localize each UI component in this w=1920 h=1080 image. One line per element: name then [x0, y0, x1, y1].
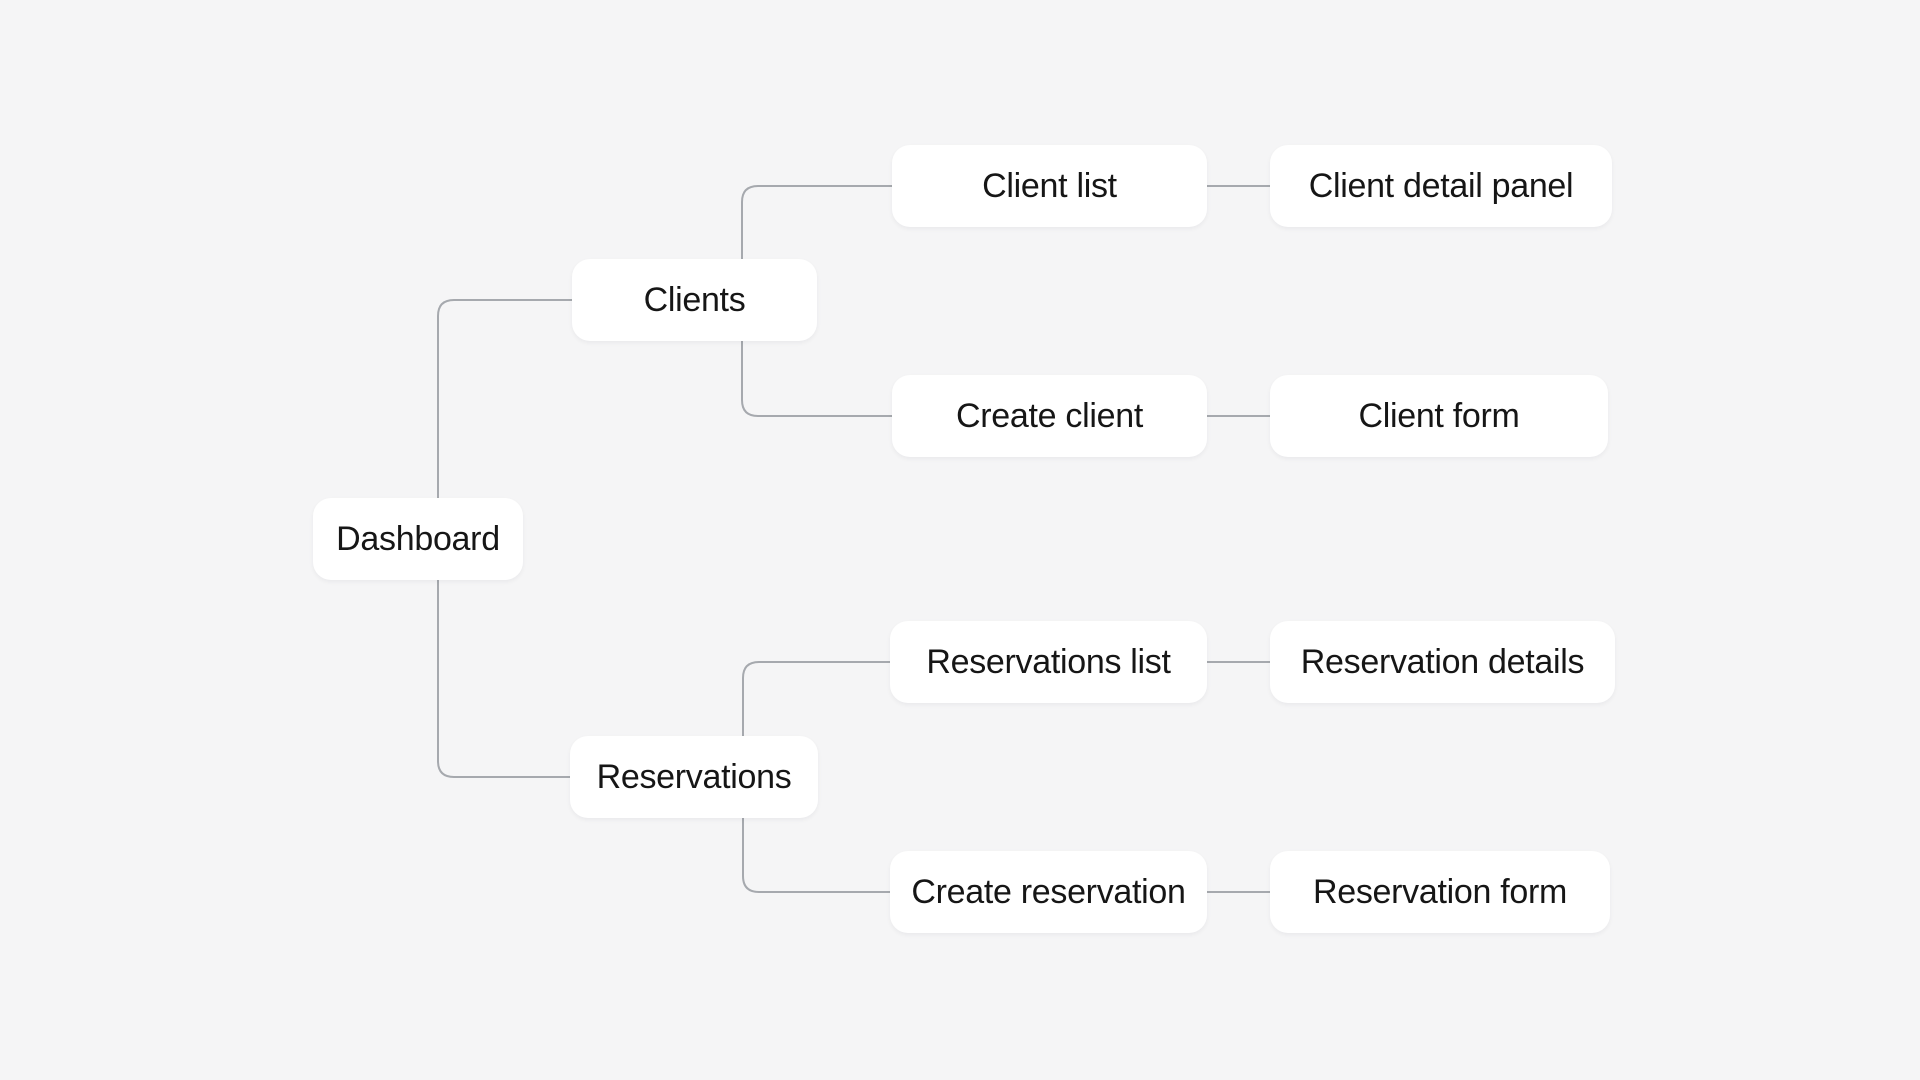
node-clients-label: Clients: [643, 281, 746, 319]
node-reservations-list[interactable]: Reservations list: [890, 621, 1207, 703]
node-client-list[interactable]: Client list: [892, 145, 1207, 227]
node-reservation-details-label: Reservation details: [1300, 643, 1585, 681]
node-dashboard-label: Dashboard: [336, 520, 500, 558]
node-client-form[interactable]: Client form: [1270, 375, 1608, 457]
node-reservation-form[interactable]: Reservation form: [1270, 851, 1610, 933]
connector-dashboard-reservations: [437, 539, 570, 778]
node-client-detail-panel-label: Client detail panel: [1308, 167, 1574, 205]
node-create-reservation[interactable]: Create reservation: [890, 851, 1207, 933]
node-clients[interactable]: Clients: [572, 259, 817, 341]
node-reservations[interactable]: Reservations: [570, 736, 818, 818]
connector-clients-create-client: [741, 300, 892, 417]
connector-dashboard-clients: [437, 299, 572, 539]
node-reservation-form-label: Reservation form: [1312, 873, 1568, 911]
node-create-client[interactable]: Create client: [892, 375, 1207, 457]
connector-reservations-create-reservation: [742, 777, 890, 893]
node-reservations-label: Reservations: [596, 758, 792, 796]
node-reservations-list-label: Reservations list: [926, 643, 1171, 681]
node-client-detail-panel[interactable]: Client detail panel: [1270, 145, 1612, 227]
node-dashboard[interactable]: Dashboard: [313, 498, 523, 580]
node-client-form-label: Client form: [1358, 397, 1520, 435]
connector-reservations-reservations-list: [742, 661, 890, 777]
node-create-reservation-label: Create reservation: [911, 873, 1186, 911]
node-create-client-label: Create client: [956, 397, 1143, 435]
node-client-list-label: Client list: [982, 167, 1117, 205]
connector-clients-client-list: [741, 185, 892, 300]
node-reservation-details[interactable]: Reservation details: [1270, 621, 1615, 703]
